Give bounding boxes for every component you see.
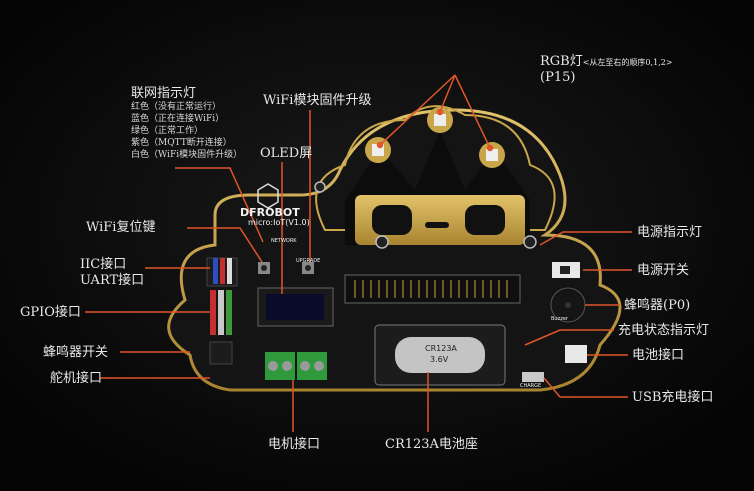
network-led-green: 绿色（正常工作） bbox=[131, 126, 204, 136]
gpio-label: GPIO接口 bbox=[20, 305, 81, 320]
rgb-label: RGB灯<从左至右的顺序0,1,2> bbox=[540, 54, 673, 69]
power-switch-label: 电源开关 bbox=[637, 263, 690, 278]
battery-voltage-text: 3.6V bbox=[430, 355, 449, 364]
network-led-white: 白色（WiFi模块固件升级） bbox=[131, 150, 243, 160]
network-led-title: 联网指示灯 bbox=[131, 86, 197, 101]
power-led-label: 电源指示灯 bbox=[637, 225, 703, 240]
motor-label: 电机接口 bbox=[268, 437, 321, 452]
board-model-text: micro:IoT(V1.0) bbox=[248, 218, 310, 227]
wifi-reset-label: WiFi复位键 bbox=[86, 220, 156, 235]
battery-holder-label: CR123A电池座 bbox=[385, 437, 478, 452]
callouts bbox=[85, 74, 632, 432]
charge-silkscreen: CHARGE bbox=[520, 383, 542, 389]
wifi-firmware-label: WiFi模块固件升级 bbox=[263, 93, 372, 108]
buzzer-silkscreen: Buzzer bbox=[551, 316, 568, 322]
network-led-blue: 蓝色（正在连接WiFi） bbox=[131, 114, 225, 124]
brand-logo-text: DFROBOT bbox=[240, 206, 300, 219]
uart-label: UART接口 bbox=[80, 273, 145, 288]
network-led-red: 红色（没有正常运行） bbox=[131, 102, 222, 112]
buzzer-switch-label: 蜂鸣器开关 bbox=[43, 345, 109, 360]
rgb-pin-label: (P15) bbox=[540, 70, 576, 85]
iic-label: IIC接口 bbox=[80, 257, 127, 272]
charge-led-label: 充电状态指示灯 bbox=[618, 323, 710, 338]
servo-label: 舵机接口 bbox=[50, 371, 103, 386]
oled-label: OLED屏 bbox=[260, 146, 313, 161]
network-led-purple: 紫色（MQTT断开连接） bbox=[131, 138, 232, 148]
upgrade-silkscreen: UPGRADE bbox=[296, 258, 321, 264]
buzzer-label: 蜂鸣器(P0) bbox=[624, 298, 691, 313]
battery-model-text: CR123A bbox=[425, 344, 457, 353]
board-body bbox=[167, 105, 622, 392]
usb-charge-label: USB充电接口 bbox=[632, 390, 714, 405]
network-silkscreen: NETWORK bbox=[271, 238, 297, 244]
battery-port-label: 电池接口 bbox=[632, 348, 685, 363]
